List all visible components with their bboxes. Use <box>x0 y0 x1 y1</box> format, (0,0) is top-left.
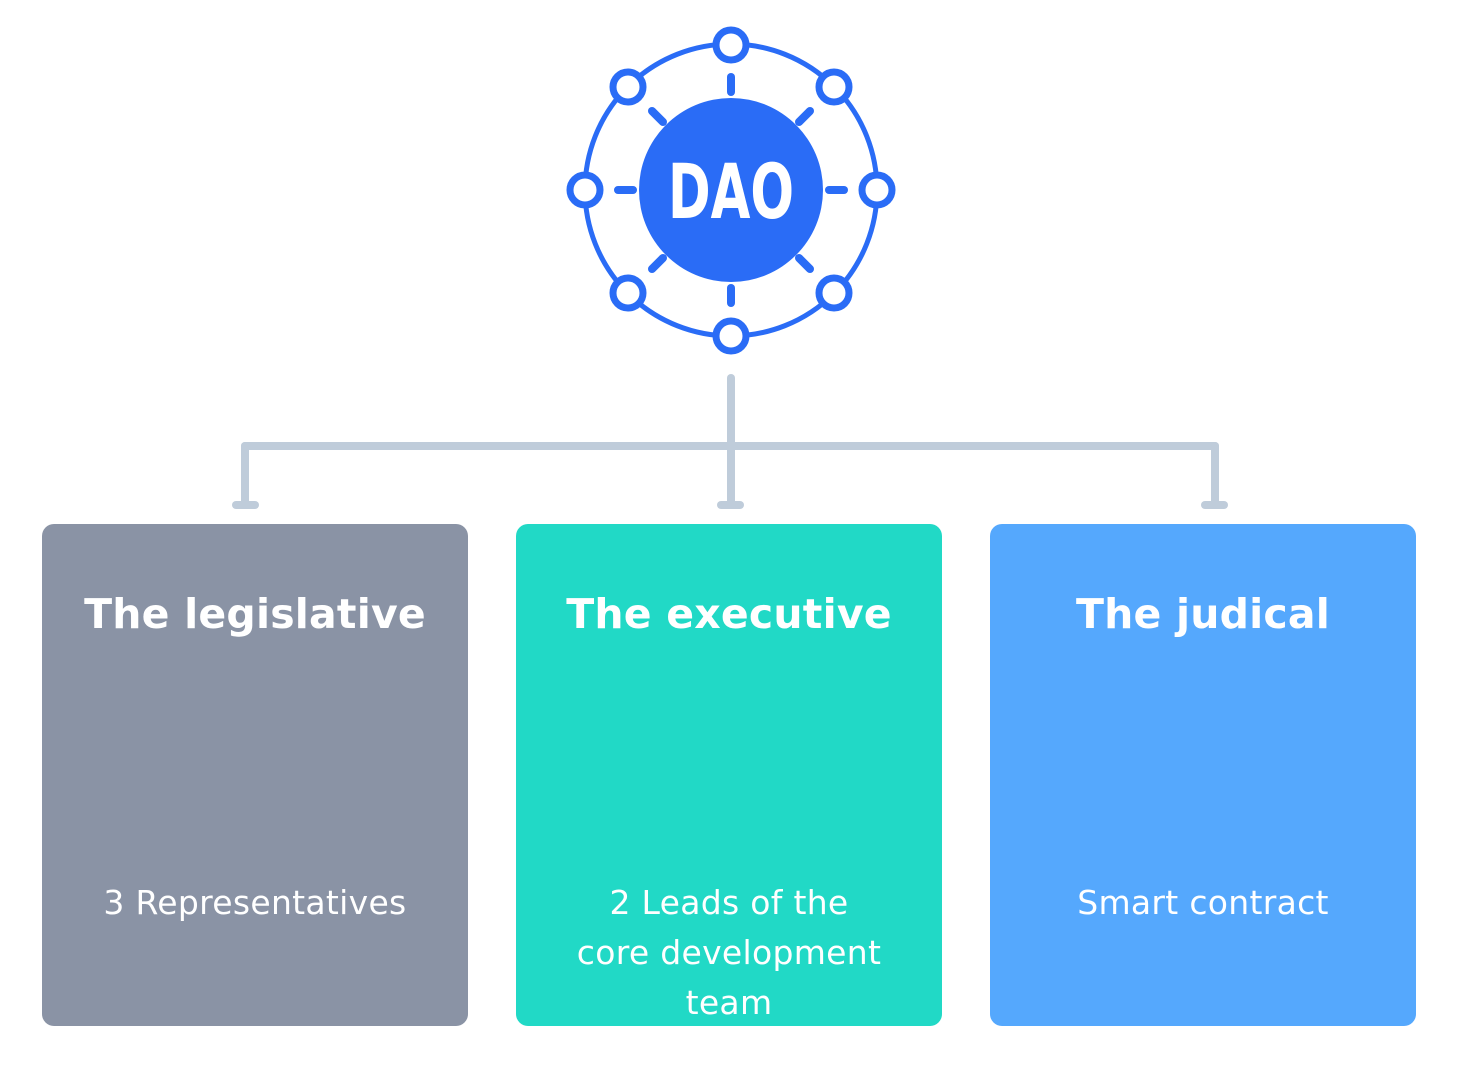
branch-title: The legislative <box>84 590 426 638</box>
spoke-top-left <box>648 107 667 126</box>
branch-card-executive: The executive 2 Leads of the core develo… <box>516 524 942 1026</box>
center-disc <box>639 98 823 282</box>
branch-title: The executive <box>566 590 892 638</box>
node-right <box>858 171 896 209</box>
branch-description: 2 Leads of the core development team <box>576 883 882 1022</box>
nodes <box>566 26 896 355</box>
branch-title: The judical <box>1075 590 1331 638</box>
node-top <box>712 26 750 64</box>
dao-network-icon: DAO <box>566 26 896 355</box>
node-bottom-right <box>815 274 853 312</box>
branch-description: Smart contract <box>1077 883 1329 922</box>
node-left <box>566 171 604 209</box>
branch-description: 3 Representatives <box>103 883 407 922</box>
spoke-bottom-left <box>648 254 667 273</box>
spoke-bottom-right <box>795 254 814 273</box>
spokes <box>614 73 848 307</box>
node-top-left <box>609 68 647 106</box>
branch-card-judicial: The judical Smart contract <box>990 524 1416 1026</box>
branch-card-legislative: The legislative 3 Representatives <box>42 524 468 1026</box>
logo-text: DAO <box>668 147 794 236</box>
node-top-right <box>815 68 853 106</box>
node-bottom <box>712 317 750 355</box>
node-bottom-left <box>609 274 647 312</box>
spoke-top-right <box>795 107 814 126</box>
